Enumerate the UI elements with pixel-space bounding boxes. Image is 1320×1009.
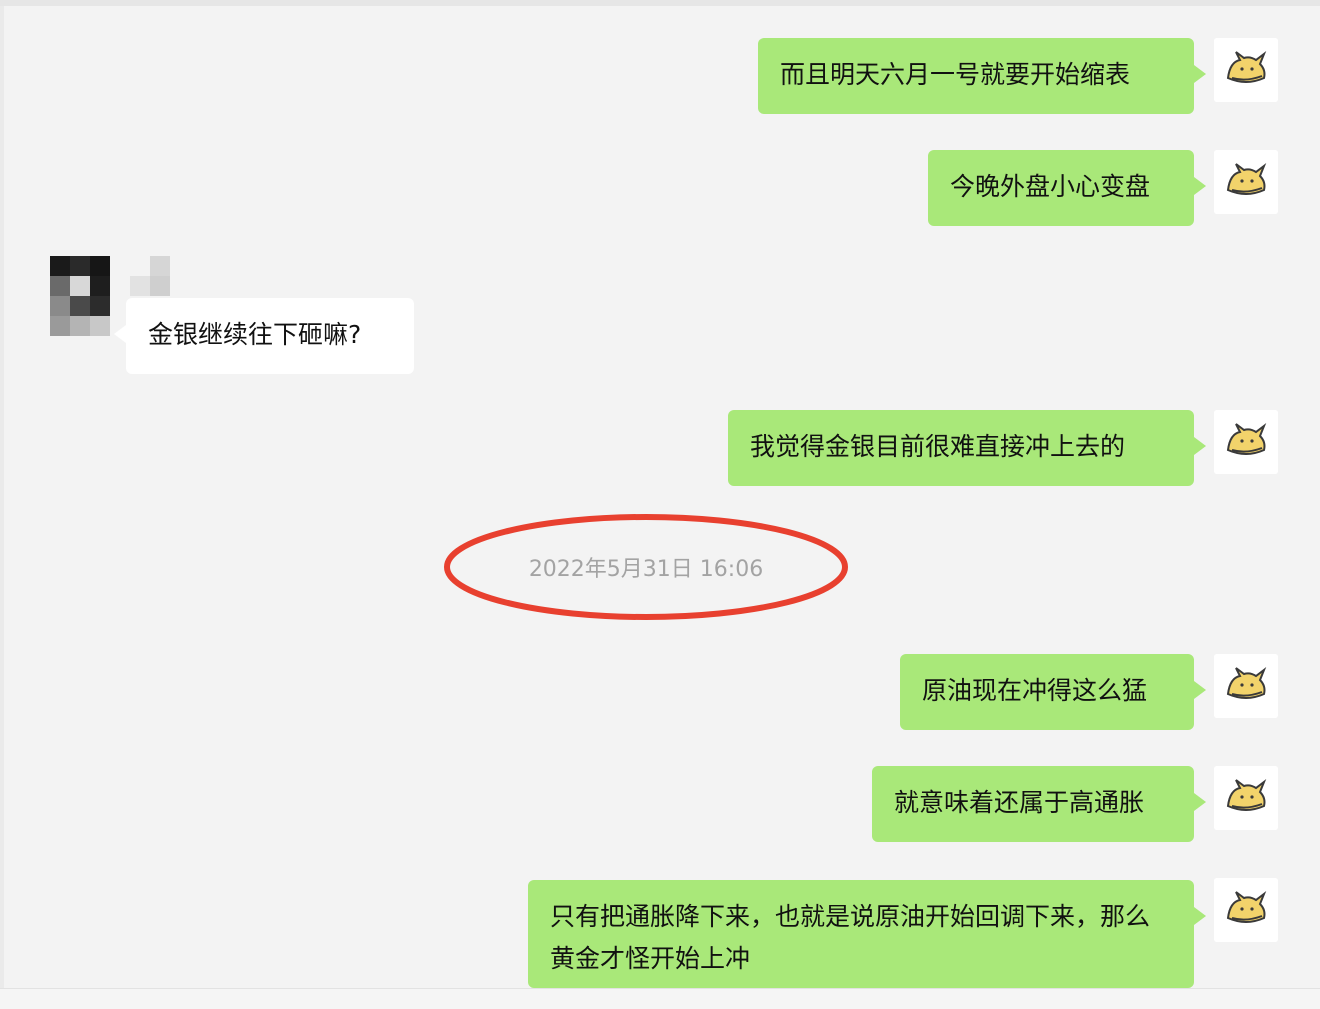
message-bubble-me[interactable]: 只有把通胀降下来，也就是说原油开始回调下来，那么黄金才怪开始上冲 [528, 880, 1206, 988]
yellow-cartoon-avatar-icon[interactable] [1214, 38, 1278, 102]
message-text: 就意味着还属于高通胀 [894, 788, 1145, 817]
input-area-edge [0, 988, 1320, 1009]
message-bubble-other[interactable]: 金银继续往下砸嘛? [114, 298, 414, 374]
message-text: 我觉得金银目前很难直接冲上去的 [750, 432, 1126, 461]
top-divider [0, 0, 1320, 6]
chat-timestamp: 2022年5月31日 16:06 [446, 516, 846, 618]
message-bubble-me[interactable]: 而且明天六月一号就要开始缩表 [758, 38, 1206, 114]
yellow-cartoon-avatar-icon[interactable] [1214, 410, 1278, 474]
message-text: 今晚外盘小心变盘 [950, 172, 1151, 201]
message-text: 原油现在冲得这么猛 [922, 676, 1148, 705]
yellow-cartoon-avatar-icon[interactable] [1214, 150, 1278, 214]
window-edge [0, 0, 4, 1008]
yellow-cartoon-avatar-icon[interactable] [1214, 878, 1278, 942]
message-text: 金银继续往下砸嘛? [148, 320, 362, 349]
message-bubble-me[interactable]: 就意味着还属于高通胀 [872, 766, 1206, 842]
message-text: 只有把通胀降下来，也就是说原油开始回调下来，那么黄金才怪开始上冲 [550, 902, 1151, 973]
yellow-cartoon-avatar-icon[interactable] [1214, 654, 1278, 718]
message-bubble-me[interactable]: 原油现在冲得这么猛 [900, 654, 1206, 730]
message-text: 而且明天六月一号就要开始缩表 [780, 60, 1131, 89]
pixelated-avatar-icon[interactable] [50, 256, 110, 336]
annotation-circle [444, 514, 848, 620]
timestamp-text: 2022年5月31日 16:06 [528, 557, 764, 582]
nickname-pixelated [130, 256, 170, 296]
message-bubble-me[interactable]: 我觉得金银目前很难直接冲上去的 [728, 410, 1206, 486]
message-bubble-me[interactable]: 今晚外盘小心变盘 [928, 150, 1206, 226]
yellow-cartoon-avatar-icon[interactable] [1214, 766, 1278, 830]
